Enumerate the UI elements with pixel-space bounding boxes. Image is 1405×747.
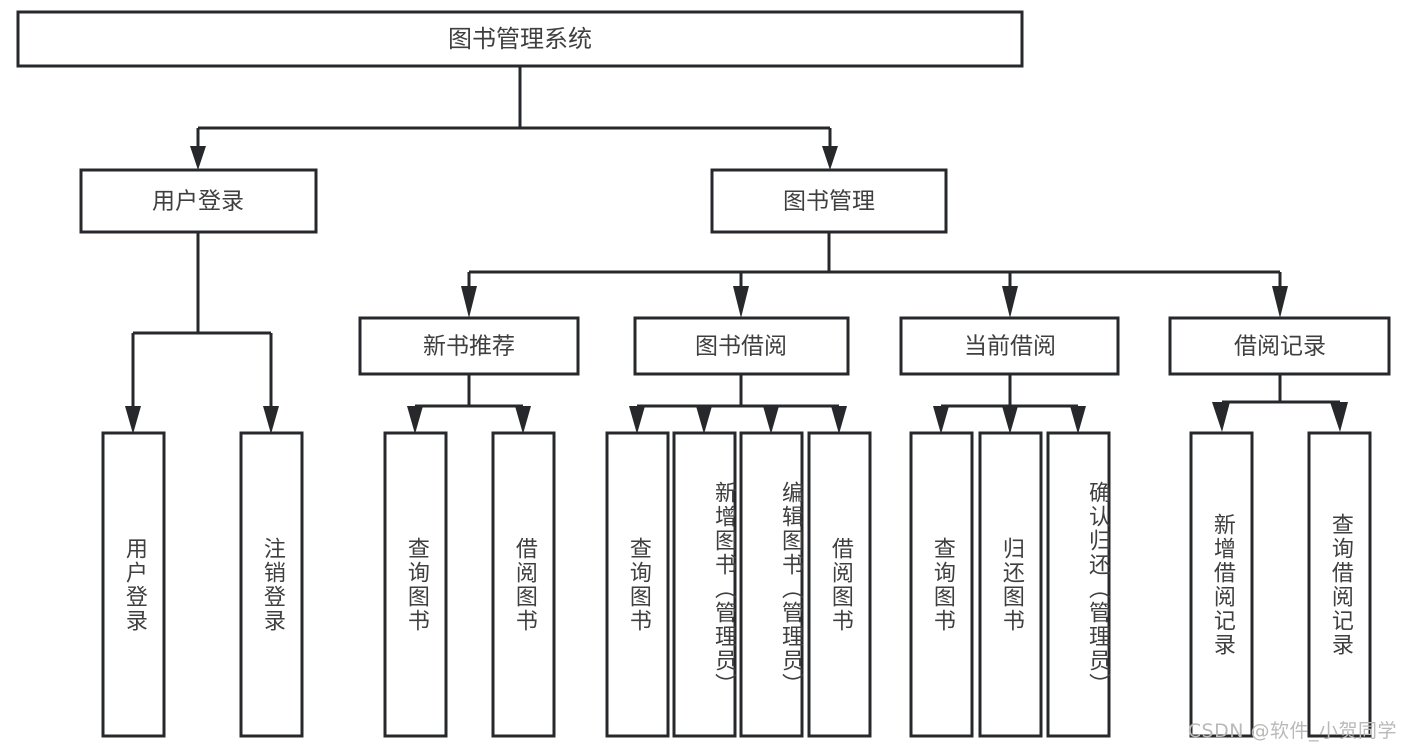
leaf-user-login[interactable] [101,431,166,738]
arrow-head-icon [461,286,477,318]
arrow-head-icon [1212,402,1230,432]
node-root[interactable]: 图书管理系统 [16,10,1024,68]
node-book-borrow-label: 图书借阅 [695,334,787,360]
leaf-borrow-book[interactable] [807,431,872,738]
arrow-head-icon [933,406,949,434]
arrow-head-icon [263,406,279,434]
connectors-newbook-to-leaves [407,374,531,434]
arrow-head-icon [407,406,423,434]
leaf-query-borrow-record[interactable] [1307,431,1372,738]
arrow-head-icon [822,146,838,170]
node-borrow-record-label: 借阅记录 [1234,334,1326,360]
leaf-edit-book-admin[interactable] [739,431,804,738]
leaf-return-book[interactable] [978,431,1043,738]
connectors-userlogin-to-leaves [125,232,279,434]
leaf-borrow-book-newbook[interactable] [491,431,556,738]
arrow-head-icon [125,406,141,434]
arrow-head-icon [733,286,749,318]
node-book-management-label: 图书管理 [783,189,875,215]
leaf-query-book-current[interactable] [909,431,974,738]
leaf-logout[interactable] [239,431,304,738]
connectors-bookborrow-to-leaves [629,374,847,434]
node-root-label: 图书管理系统 [448,25,592,53]
node-user-login[interactable]: 用户登录 [79,168,318,234]
node-current-borrow-label: 当前借阅 [964,334,1056,360]
leaf-confirm-return-admin[interactable] [1046,431,1111,738]
connectors-currentborrow-to-leaves [933,374,1086,434]
node-new-book-recommend[interactable]: 新书推荐 [358,316,580,376]
arrow-head-icon [190,146,206,170]
connectors-bookmgmt-to-level3 [461,232,1288,318]
leaf-add-book-admin[interactable] [672,431,737,738]
connectors-borrowrecord-to-leaves [1212,374,1348,432]
arrow-head-icon [831,406,847,434]
leaf-add-borrow-record[interactable] [1189,431,1254,738]
connectors-root-to-level2 [190,66,838,170]
arrow-head-icon [696,406,712,434]
arrow-head-icon [515,406,531,434]
arrow-head-icon [1272,286,1288,318]
node-book-borrow[interactable]: 图书借阅 [633,316,850,376]
arrow-head-icon [763,406,779,434]
leaf-query-book-newbook[interactable] [383,431,448,738]
arrow-head-icon [1070,406,1086,434]
node-user-login-label: 用户登录 [152,189,244,215]
arrow-head-icon [1002,286,1018,318]
node-borrow-record[interactable]: 借阅记录 [1168,316,1391,376]
leaf-query-book-borrow[interactable] [605,431,670,738]
csdn-watermark: CSDN @软件_小贺同学 [1187,720,1397,742]
node-new-book-recommend-label: 新书推荐 [423,334,515,360]
node-book-management[interactable]: 图书管理 [710,168,948,234]
arrow-head-icon [1330,402,1348,432]
node-current-borrow[interactable]: 当前借阅 [899,316,1120,376]
arrow-head-icon [1002,406,1018,434]
arrow-head-icon [629,406,645,434]
